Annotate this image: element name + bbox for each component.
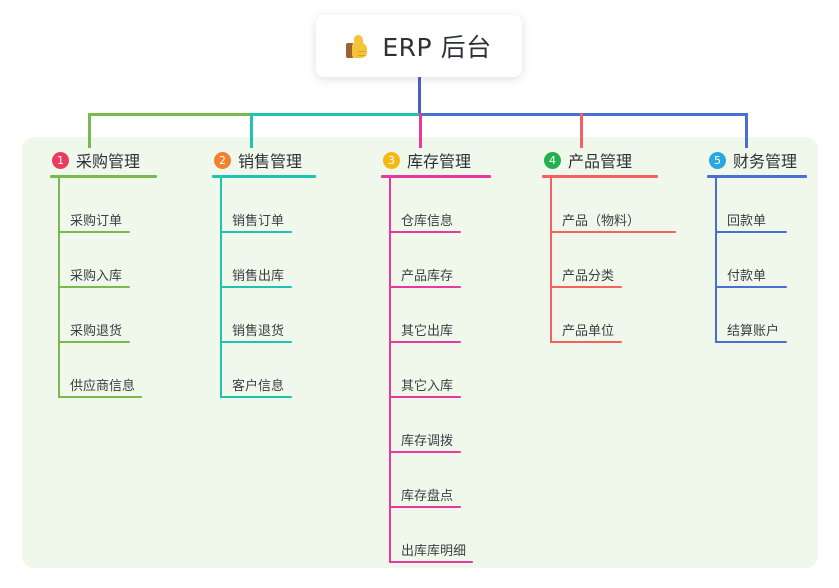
column-badge-1: 1 [52,151,69,169]
root-node-label: ERP 后台 [382,33,492,62]
column-1: 1 采购管理采购订单采购入库采购退货供应商信息 [50,148,157,398]
sub-item[interactable]: 仓库信息 [401,214,454,229]
column-badge-3: 3 [383,151,400,169]
sub-item-underline [389,561,473,563]
sub-item[interactable]: 销售退货 [232,324,285,339]
sub-item[interactable]: 回款单 [727,214,767,229]
column-header-4[interactable]: 4 产品管理 [542,148,632,172]
column-header-1[interactable]: 1 采购管理 [50,148,140,172]
column-underline-4 [542,175,658,178]
column-3: 3 库存管理仓库信息产品库存其它出库其它入库库存调拨库存盘点出库库明细 [381,148,491,563]
sub-item-underline [389,341,461,343]
sub-item[interactable]: 销售订单 [232,214,285,229]
column-spine-4 [550,178,552,343]
column-5: 5 财务管理回款单付款单结算账户 [707,148,807,343]
column-spine-1 [58,178,60,398]
sub-item-underline [715,286,787,288]
sub-item[interactable]: 采购订单 [70,214,123,229]
sub-item[interactable]: 采购入库 [70,269,123,284]
column-header-2[interactable]: 2 销售管理 [212,148,302,172]
column-spine-5 [715,178,717,343]
sub-item[interactable]: 其它出库 [401,324,454,339]
sub-item-underline [58,286,130,288]
sub-item-underline [550,286,622,288]
sub-item[interactable]: 客户信息 [232,379,285,394]
sub-item[interactable]: 销售出库 [232,269,285,284]
sub-item[interactable]: 产品单位 [562,324,615,339]
sub-item[interactable]: 结算账户 [727,324,780,339]
sub-item[interactable]: 采购退货 [70,324,123,339]
column-4: 4 产品管理产品（物料） 产品分类产品单位 [542,148,676,343]
root-node[interactable]: ERP 后台 [316,15,522,77]
column-title-5: 财务管理 [733,152,798,171]
sub-item[interactable]: 产品分类 [562,269,615,284]
sub-item-underline [220,231,292,233]
column-badge-2: 2 [214,151,231,169]
sub-item[interactable]: 出库库明细 [401,544,467,559]
sub-item[interactable]: 库存调拨 [401,434,454,449]
drop-line-1 [88,113,91,148]
column-badge-4: 4 [544,151,561,169]
column-2: 2 销售管理销售订单销售出库销售退货客户信息 [212,148,316,398]
column-title-3: 库存管理 [407,152,472,171]
drop-line-4 [580,113,583,148]
drop-line-3 [419,113,422,148]
sub-item-underline [389,451,461,453]
column-title-4: 产品管理 [568,152,633,171]
branches-panel [22,137,818,568]
sub-item[interactable]: 供应商信息 [70,379,136,394]
sub-item[interactable]: 付款单 [727,269,767,284]
column-badge-5: 5 [709,151,726,169]
sub-item-underline [389,286,461,288]
sub-item-underline [389,231,461,233]
column-title-1: 采购管理 [76,152,141,171]
sub-item-underline [715,231,787,233]
column-header-3[interactable]: 3 库存管理 [381,148,471,172]
column-underline-3 [381,175,491,178]
sub-item[interactable]: 库存盘点 [401,489,454,504]
drop-line-2 [250,113,253,148]
sub-item[interactable]: 产品（物料） [562,214,641,229]
sub-item-underline [220,396,292,398]
root-stem-line [418,77,421,115]
sub-item-underline [58,231,130,233]
column-spine-3 [389,178,391,563]
sub-item-underline [389,506,461,508]
column-header-5[interactable]: 5 财务管理 [707,148,797,172]
sub-item-underline [715,341,787,343]
column-underline-2 [212,175,316,178]
sub-item-underline [550,341,622,343]
column-title-2: 销售管理 [238,152,303,171]
bus-segment-2 [250,113,421,116]
column-underline-1 [50,175,157,178]
drop-line-5 [745,113,748,148]
sub-item[interactable]: 产品库存 [401,269,454,284]
sub-item-underline [58,396,142,398]
column-spine-2 [220,178,222,398]
column-underline-5 [707,175,807,178]
bus-segment-3 [419,113,748,116]
bus-segment-1 [88,113,252,116]
sub-item-underline [220,341,292,343]
sub-item-underline [58,341,130,343]
sub-item-underline [550,231,676,233]
sub-item[interactable]: 其它入库 [401,379,454,394]
thumbs-up-icon [346,33,370,59]
sub-item-underline [389,396,461,398]
sub-item-underline [220,286,292,288]
